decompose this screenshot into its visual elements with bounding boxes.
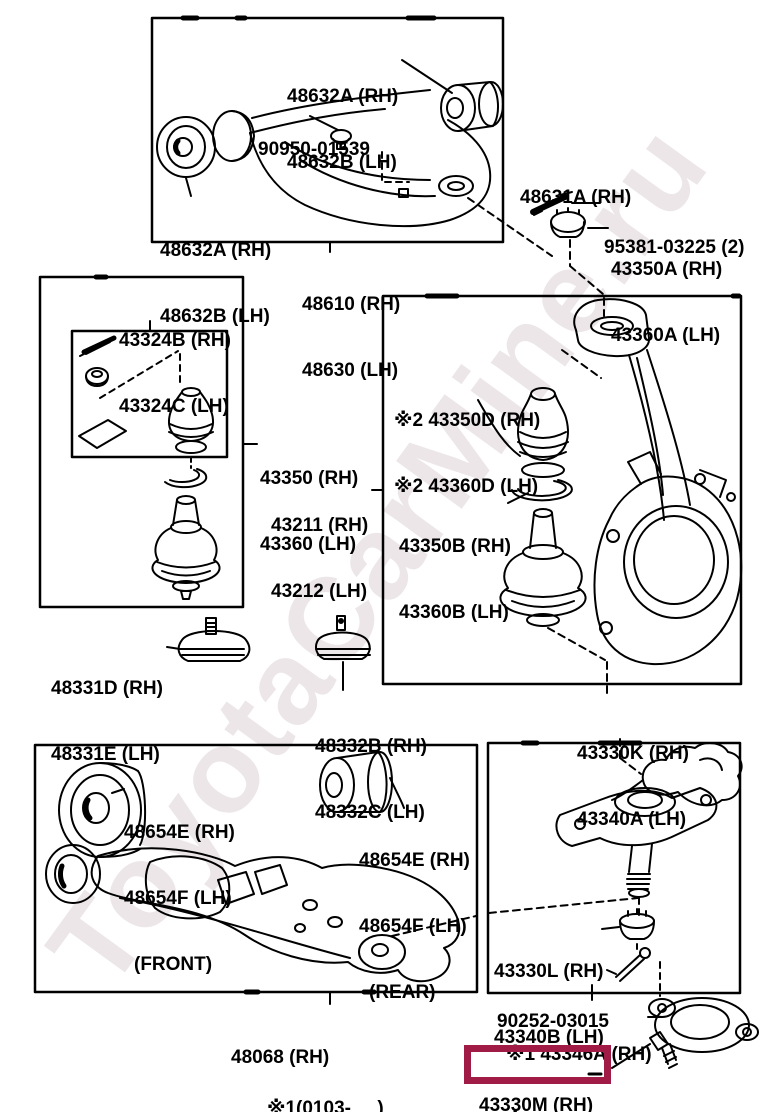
- seat-43346-drawing: [647, 997, 759, 1053]
- upper-control-arm-drawing: [156, 59, 504, 253]
- snap-ring-43350b-drawing: [507, 479, 573, 504]
- leader-dashes-upper: [467, 197, 605, 379]
- part-label-90252: 90252-03015: [497, 1011, 609, 1032]
- part-label-43211: 43211 (RH) 43212 (LH): [271, 515, 369, 602]
- part-label-43324: 43324B (RH) 43324C (LH): [119, 330, 231, 417]
- part-label-48631a: 48631A (RH): [520, 187, 632, 208]
- part-label-48654-front: 48654E (RH) 48654F (LH) (FRONT): [124, 822, 235, 975]
- part-label-43330m-highlighted[interactable]: 43330M (RH): [479, 1095, 594, 1112]
- part-label-43350b: 43350B (RH) 43360B (LH): [399, 536, 511, 623]
- figure-code: 481399-A: [663, 1084, 746, 1112]
- part-label-48632-left: 48632A (RH) 48632B (LH): [160, 240, 272, 327]
- cotter-pin-90252-drawing: [591, 943, 661, 1001]
- bolt-43330m-drawing: [587, 1031, 678, 1076]
- part-label-90950: 90950-01539: [258, 139, 370, 160]
- bump-stop-48332b-drawing: [315, 615, 371, 691]
- castle-nut-43330l-drawing: [601, 908, 655, 940]
- part-label-48632-top: 48632A (RH) 48632B (LH): [287, 86, 399, 173]
- part-label-95381: 95381-03225 (2): [604, 237, 745, 258]
- production-notes: ※1(0103- ) ※2( -0206): [267, 1098, 384, 1112]
- part-label-48610: 48610 (RH) 48630 (LH): [302, 294, 401, 381]
- steering-knuckle-drawing: [573, 298, 743, 666]
- part-label-43350a: 43350A (RH) 43360A (LH): [611, 259, 723, 346]
- part-label-48332b: 48332B (RH) 48332C (LH): [315, 736, 427, 823]
- bolt-95381-drawing: [530, 191, 601, 216]
- part-label-48068: 48068 (RH) 48069 (LH): [231, 1047, 330, 1068]
- part-label-43350: 43350 (RH) 43360 (LH): [260, 468, 359, 555]
- part-label-48654-rear: 48654E (RH) 48654F (LH) (REAR): [359, 850, 470, 1003]
- part-label-43330l: 43330L (RH) 43340B (LH): [494, 961, 604, 1048]
- lower-control-arm-drawing: [45, 751, 639, 1005]
- part-label-48331d: 48331D (RH) 48331E (LH): [51, 678, 163, 765]
- kit-43324-drawing: [78, 320, 384, 600]
- leader-dashes-knuckle: [547, 627, 642, 775]
- bump-stop-48331d-drawing: [166, 617, 251, 662]
- part-label-43330k: 43330K (RH) 43340A (LH): [577, 743, 689, 830]
- ball-joint-43350-drawing: [499, 508, 587, 627]
- part-label-43350d: ※2 43350D (RH) ※2 43360D (LH): [394, 410, 541, 497]
- highlight-box[interactable]: [464, 1045, 611, 1084]
- boot-43350d-drawing: [477, 387, 569, 478]
- lower-ball-joint-43330l-drawing: [555, 742, 743, 916]
- nut-43350a-drawing: [550, 207, 609, 238]
